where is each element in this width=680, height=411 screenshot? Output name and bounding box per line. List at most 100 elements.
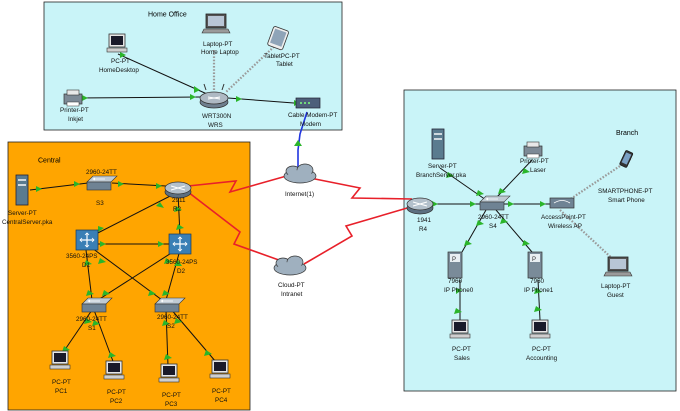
device-model-label: PC-PT bbox=[107, 389, 126, 396]
home-office-area bbox=[43, 1, 343, 131]
device-model-label: WRT300N bbox=[202, 113, 232, 120]
pc-icon[interactable] bbox=[103, 360, 125, 380]
cloud-icon[interactable] bbox=[273, 255, 307, 276]
pc-icon[interactable] bbox=[449, 319, 471, 339]
access-point-icon[interactable] bbox=[549, 197, 575, 209]
home-office-title-box bbox=[146, 8, 190, 19]
device-name-label: Smart Phone bbox=[608, 197, 645, 204]
branch-title-box bbox=[612, 126, 640, 138]
device-model-label: Server-PT bbox=[8, 210, 37, 217]
wan-link-r2-internet bbox=[187, 174, 291, 194]
device-name-label: R4 bbox=[419, 226, 428, 233]
wan-link-internet-r4 bbox=[309, 177, 413, 200]
device-name-label: Internet(1) bbox=[285, 191, 314, 198]
lan-link bbox=[87, 191, 179, 239]
branch-title: Branch bbox=[616, 130, 638, 137]
pc-icon[interactable] bbox=[529, 319, 551, 339]
device-name-label: Wireless AP bbox=[548, 223, 582, 230]
device-model-label: 3560-24PS bbox=[66, 253, 98, 260]
device-model-label: 1941 bbox=[417, 217, 432, 224]
home-office-title: Home Office bbox=[148, 12, 187, 19]
device-model-label: PC-PT bbox=[162, 392, 181, 399]
device-model-label: 2911 bbox=[172, 197, 186, 204]
device-name-label: CentralServer.pka bbox=[2, 219, 53, 226]
switch-icon[interactable] bbox=[479, 195, 511, 211]
laptop-icon[interactable] bbox=[201, 13, 231, 34]
device-model-label: 7960 bbox=[448, 278, 463, 285]
cloud-icon[interactable] bbox=[283, 163, 317, 184]
multilayer-switch-icon[interactable] bbox=[75, 229, 99, 251]
ip-phone-icon[interactable]: P bbox=[527, 251, 543, 279]
device-name-label: R2 bbox=[173, 206, 182, 213]
smartphone-icon[interactable] bbox=[619, 150, 634, 168]
server-icon[interactable] bbox=[431, 128, 445, 160]
wan-link-r2-intranet bbox=[187, 191, 291, 265]
ip-phone-icon[interactable]: P bbox=[447, 251, 463, 279]
device-name-label: PC3 bbox=[165, 401, 178, 408]
pc-icon[interactable] bbox=[49, 350, 71, 370]
svg-text:P: P bbox=[452, 257, 456, 263]
device-name-label: PC2 bbox=[110, 398, 123, 405]
device-model-label: PC-PT bbox=[532, 346, 551, 353]
device-model-label: 2960-24TT bbox=[76, 316, 107, 323]
device-name-label: S1 bbox=[88, 325, 96, 332]
lan-link bbox=[537, 279, 541, 321]
switch-icon[interactable] bbox=[86, 175, 118, 191]
device-model-label: 7960 bbox=[530, 278, 545, 285]
pc-icon[interactable] bbox=[158, 363, 180, 383]
pc-icon[interactable] bbox=[209, 359, 231, 379]
device-name-label: Tablet bbox=[276, 61, 293, 68]
device-name-label: IP Phone0 bbox=[444, 287, 474, 294]
device-model-label: Server-PT bbox=[428, 163, 457, 170]
lan-link bbox=[85, 249, 93, 301]
device-model-label: TabletPC-PT bbox=[264, 53, 300, 60]
central-title: Central bbox=[38, 158, 61, 165]
device-name-label: WRS bbox=[208, 122, 223, 129]
device-name-label: D1 bbox=[82, 262, 91, 269]
cable-modem-icon[interactable] bbox=[295, 97, 321, 109]
device-name-label: D2 bbox=[177, 268, 186, 275]
device-name-label: PC4 bbox=[215, 397, 228, 404]
router-icon[interactable] bbox=[406, 197, 434, 215]
switch-icon[interactable] bbox=[81, 297, 113, 313]
device-model-label: Printer-PT bbox=[520, 158, 549, 165]
switch-icon[interactable] bbox=[154, 297, 186, 313]
lan-link bbox=[61, 309, 93, 355]
device-model-label: PC-PT bbox=[452, 346, 471, 353]
svg-text:P: P bbox=[532, 257, 536, 263]
device-name-label: S2 bbox=[167, 323, 175, 330]
device-model-label: 2960-24TT bbox=[478, 214, 509, 221]
router-icon[interactable] bbox=[164, 181, 192, 199]
device-name-label: IP Phone1 bbox=[524, 287, 554, 294]
device-name-label: Sales bbox=[454, 355, 470, 362]
wireless-router-icon[interactable] bbox=[199, 83, 229, 109]
lan-link bbox=[165, 249, 181, 301]
device-model-label: PC-PT bbox=[52, 379, 71, 386]
device-name-label: HomeDesktop bbox=[99, 67, 139, 74]
printer-icon[interactable] bbox=[63, 89, 83, 107]
server-icon[interactable] bbox=[15, 174, 29, 206]
device-model-label: 3560-24PS bbox=[166, 259, 198, 266]
laptop-icon[interactable] bbox=[603, 256, 633, 277]
device-name-label: BranchServer.pka bbox=[416, 172, 467, 179]
device-name-label: S4 bbox=[489, 223, 497, 230]
pc-icon[interactable] bbox=[106, 33, 128, 53]
device-model-label: 2960-24TT bbox=[157, 314, 188, 321]
printer-icon[interactable] bbox=[523, 141, 543, 159]
device-model-label: Laptop-PT bbox=[601, 283, 631, 290]
device-model-label: Laptop-PT bbox=[203, 41, 233, 48]
branch-area bbox=[403, 89, 677, 392]
device-name-label: PC1 bbox=[55, 388, 68, 395]
device-model-label: 2960-24TT bbox=[86, 169, 117, 176]
device-name-label: Guest bbox=[607, 292, 624, 299]
tablet-icon[interactable] bbox=[267, 26, 289, 51]
central-title-box bbox=[34, 154, 64, 165]
device-name-label: Accounting bbox=[526, 355, 558, 362]
device-model-label: Cable Modem-PT bbox=[288, 112, 337, 119]
lan-link bbox=[117, 53, 208, 95]
device-name-label: S3 bbox=[96, 200, 104, 207]
device-model-label: Printer-PT bbox=[60, 107, 89, 114]
multilayer-switch-icon[interactable] bbox=[168, 233, 192, 255]
device-model-label: AccessPoint-PT bbox=[541, 214, 586, 221]
